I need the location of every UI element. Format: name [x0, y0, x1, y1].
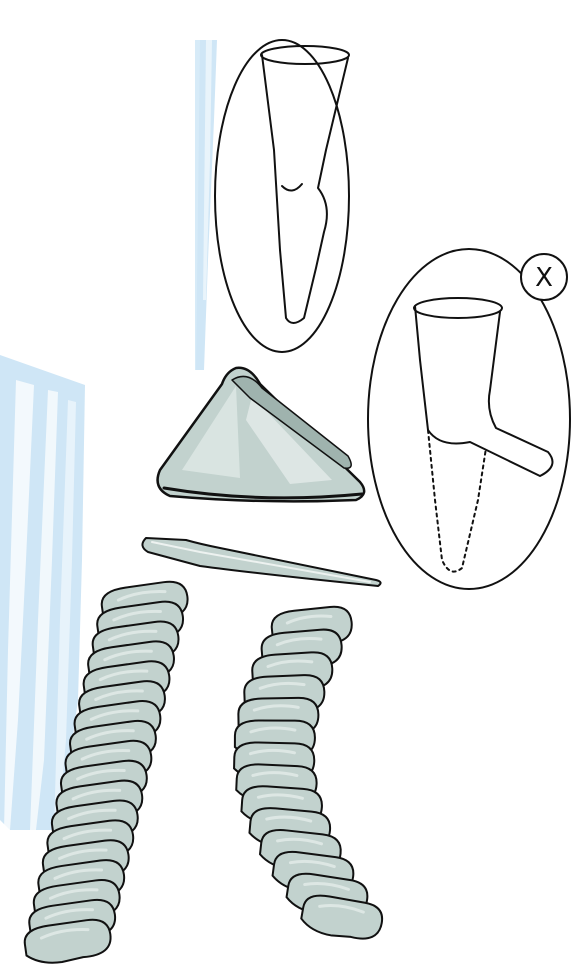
chain-segment	[299, 892, 384, 943]
triangular-clip-icon	[158, 368, 365, 502]
blue-streaks-top	[195, 40, 217, 370]
svg-text:X: X	[535, 263, 553, 293]
x-mark-icon: X	[521, 254, 567, 300]
curved-segmented-chain-icon	[234, 605, 385, 944]
incorrect-example-panel: X	[368, 249, 570, 589]
correct-example-panel	[215, 40, 349, 352]
thin-rod-icon	[142, 538, 380, 586]
